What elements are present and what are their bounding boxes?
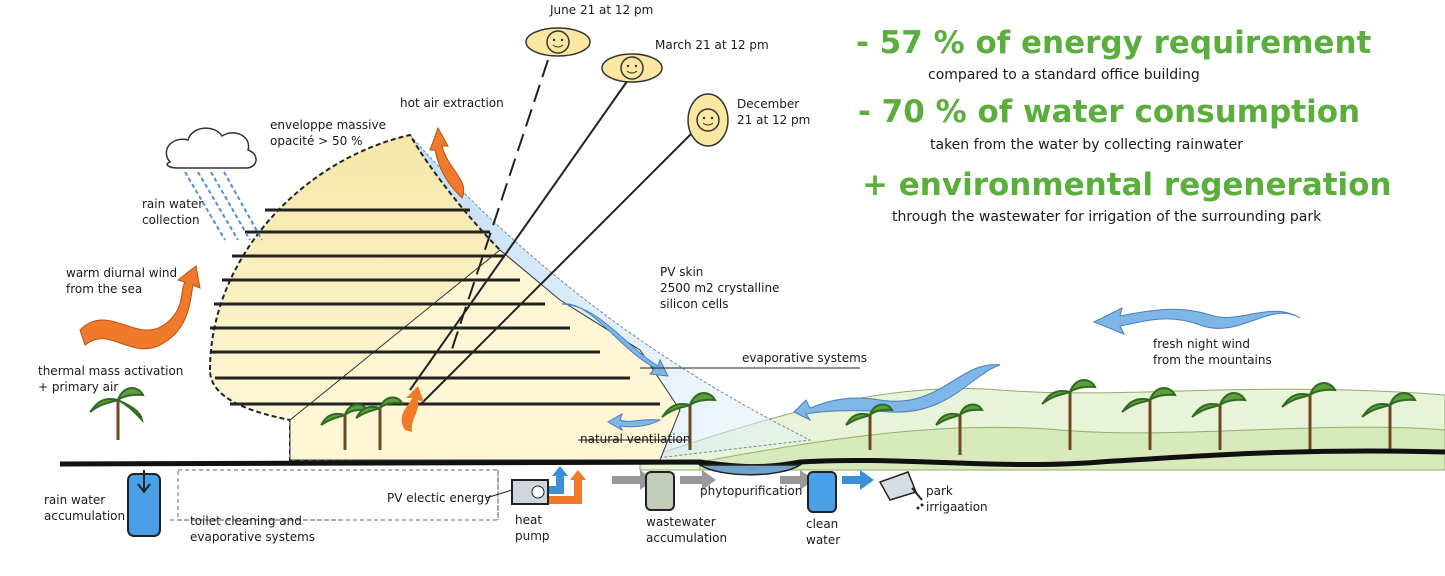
- heat-pump-blue-arrow: [548, 466, 568, 494]
- wastewater-label-line1: wastewater: [646, 515, 716, 530]
- toilet-label-line1: toilet cleaning and: [190, 514, 302, 529]
- headline-energy: - 57 % of energy requirement: [856, 25, 1371, 61]
- headline-water: - 70 % of water consumption: [858, 94, 1360, 130]
- wastewater-label-line2: accumulation: [646, 531, 727, 546]
- evaporative-systems-label: evaporative systems: [742, 351, 867, 366]
- clean-water-tank-icon: [808, 472, 836, 512]
- warm-wind-label-line1: warm diurnal wind: [66, 266, 177, 281]
- heat-pump-icon: [512, 480, 548, 504]
- sun-march-icon: [602, 54, 662, 82]
- sun-june-icon: [526, 28, 590, 56]
- wastewater-tank-icon: [646, 472, 674, 510]
- thermal-mass-label-line2: + primary air: [38, 380, 118, 395]
- rain-collection-label-line1: rain water: [142, 197, 203, 212]
- pv-skin-label-line1: PV skin: [660, 265, 703, 280]
- phytopurification-pond: [700, 465, 800, 475]
- fresh-wind-label-line2: from the mountains: [1153, 353, 1272, 368]
- watering-can-icon: [880, 472, 924, 510]
- sun-december-label-line1: December: [737, 97, 799, 112]
- park-label-line2: irrigaation: [926, 500, 988, 515]
- rain-accumulation-label-line2: accumulation: [44, 509, 125, 524]
- natural-ventilation-label: natural ventilation: [580, 432, 691, 447]
- cloud-icon: [166, 128, 256, 168]
- clean-water-label-line1: clean: [806, 517, 838, 532]
- sun-march-label: March 21 at 12 pm: [655, 38, 769, 53]
- envelope-label-line1: enveloppe massive: [270, 118, 386, 133]
- sun-december-label-line2: 21 at 12 pm: [737, 113, 810, 128]
- warm-wind-label-line2: from the sea: [66, 282, 142, 297]
- park-label-line1: park: [926, 484, 953, 499]
- hot-air-extraction-label: hot air extraction: [400, 96, 504, 111]
- pv-energy-label: PV electic energy: [387, 491, 491, 506]
- heat-pump-label-line1: heat: [515, 513, 542, 528]
- toilet-label-line2: evaporative systems: [190, 530, 315, 545]
- rain-accumulation-label-line1: rain water: [44, 493, 105, 508]
- pv-skin-label-line2: 2500 m2 crystalline: [660, 281, 779, 296]
- fresh-night-wind-arrow: [1094, 308, 1300, 334]
- envelope-label-line2: opacité > 50 %: [270, 134, 363, 149]
- rain-collection-label-line2: collection: [142, 213, 200, 228]
- headline-water-sub: taken from the water by collecting rainw…: [930, 137, 1243, 153]
- phytopurification-label: phytopurification: [700, 484, 802, 499]
- headline-energy-sub: compared to a standard office building: [928, 67, 1200, 83]
- clean-water-label-line2: water: [806, 533, 840, 548]
- thermal-mass-label-line1: thermal mass activation: [38, 364, 183, 379]
- sun-june-label: June 21 at 12 pm: [550, 3, 653, 18]
- rain-water-tank-icon: [128, 470, 160, 536]
- sun-december-icon: [688, 94, 728, 146]
- headline-regeneration: + environmental regeneration: [862, 167, 1392, 203]
- pv-skin-label-line3: silicon cells: [660, 297, 729, 312]
- heat-pump-label-line2: pump: [515, 529, 550, 544]
- fresh-wind-label-line1: fresh night wind: [1153, 337, 1250, 352]
- headline-regeneration-sub: through the wastewater for irrigation of…: [892, 209, 1321, 225]
